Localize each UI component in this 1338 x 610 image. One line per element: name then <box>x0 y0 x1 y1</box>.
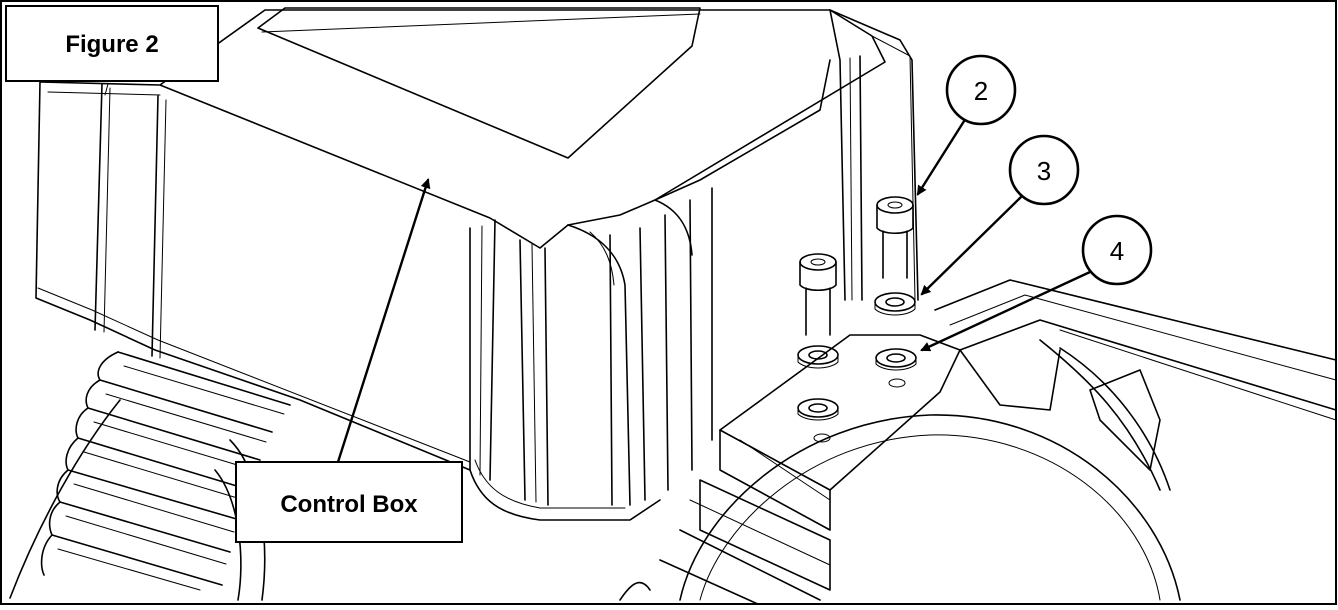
washer-bracket-right <box>875 348 917 388</box>
callout-number: 2 <box>974 76 988 106</box>
control-box-label-frame <box>235 461 463 543</box>
callout-arrows <box>336 116 1092 464</box>
callout-circle <box>1008 134 1080 206</box>
screw-left <box>797 253 839 369</box>
control-box-arrow <box>336 178 431 464</box>
callout-number: 4 <box>1110 236 1124 266</box>
mounting-bracket <box>619 279 1337 606</box>
callout-3: 3 <box>1008 134 1080 206</box>
washer-bracket-left <box>797 398 839 443</box>
callout-number: 3 <box>1037 156 1051 186</box>
callout-circle <box>1081 214 1153 286</box>
control-box-label: Control Box <box>280 491 418 518</box>
motor-fins <box>9 351 291 601</box>
figure-title: Figure 2 <box>65 31 158 58</box>
callout-3-arrow <box>920 194 1024 296</box>
callout-2: 2 <box>945 54 1017 126</box>
callout-4: 4 <box>1081 214 1153 286</box>
screw-right <box>874 196 916 316</box>
control-box-label-box: Control Box <box>235 461 463 543</box>
control-box-housing <box>35 7 919 521</box>
fasteners <box>797 196 917 443</box>
callout-circle <box>945 54 1017 126</box>
callout-2-arrow <box>916 116 968 196</box>
figure-title-box: Figure 2 <box>5 5 219 82</box>
callout-4-arrow <box>920 270 1092 352</box>
figure-title-frame <box>5 5 219 82</box>
